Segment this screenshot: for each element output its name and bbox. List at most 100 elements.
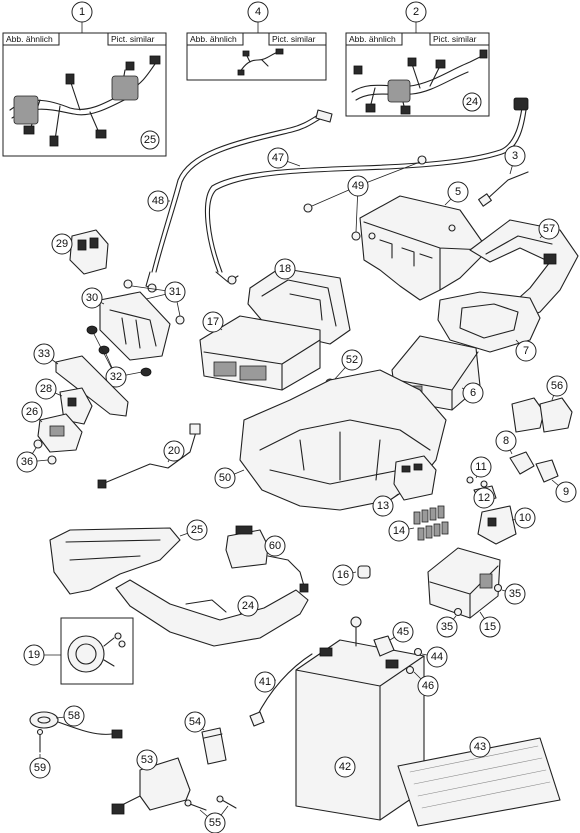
callout-20: 20 bbox=[168, 445, 180, 457]
screws-55-drawing bbox=[184, 795, 237, 811]
callout-41: 41 bbox=[259, 676, 271, 688]
part-25-drawing bbox=[49, 527, 181, 595]
part-7-drawing bbox=[437, 291, 541, 353]
callout-10: 10 bbox=[519, 512, 531, 524]
small-harness-drawing bbox=[237, 48, 284, 76]
callout-52: 52 bbox=[346, 354, 358, 366]
part-15-drawing bbox=[427, 547, 501, 619]
box2-label-right: Pict. similar bbox=[433, 34, 477, 44]
callout-7: 7 bbox=[523, 345, 529, 357]
callout-3: 3 bbox=[512, 150, 518, 162]
callout-56: 56 bbox=[551, 380, 563, 392]
part-9-drawing bbox=[535, 459, 559, 483]
callout-15: 15 bbox=[484, 621, 496, 633]
callout-32: 32 bbox=[110, 371, 122, 383]
callout-17: 17 bbox=[207, 316, 219, 328]
cable-47-drawing bbox=[204, 97, 529, 285]
callout-5: 5 bbox=[455, 186, 461, 198]
callout-30: 30 bbox=[86, 292, 98, 304]
callout-55: 55 bbox=[209, 817, 221, 829]
callout-42: 42 bbox=[339, 761, 351, 773]
part-29-drawing bbox=[69, 229, 109, 275]
callout-1: 1 bbox=[79, 6, 85, 18]
part-20-drawing bbox=[97, 423, 201, 489]
box2-label-left: Abb. ähnlich bbox=[349, 34, 396, 44]
part-43-drawing bbox=[397, 737, 561, 827]
part-53-drawing bbox=[111, 757, 191, 815]
inset-box-2: Abb. ähnlich Pict. similar 24 bbox=[345, 22, 490, 117]
box4-label-right: Pict. similar bbox=[272, 34, 316, 44]
callout-24-box: 24 bbox=[466, 96, 478, 108]
callout-25: 25 bbox=[191, 524, 203, 536]
part-42-drawing bbox=[295, 616, 425, 821]
callout-19: 19 bbox=[28, 649, 40, 661]
inset-box-1: Abb. ähnlich Pict. similar 25 bbox=[2, 22, 167, 157]
part-19-box bbox=[60, 617, 134, 685]
part-45-drawing bbox=[373, 635, 395, 657]
callout-9: 9 bbox=[563, 486, 569, 498]
wiring-harness-drawing bbox=[9, 55, 161, 147]
callout-16: 16 bbox=[337, 569, 349, 581]
callout-8: 8 bbox=[503, 435, 509, 447]
part-24-drawing bbox=[115, 579, 309, 647]
callout-48: 48 bbox=[152, 195, 164, 207]
callout-45: 45 bbox=[397, 626, 409, 638]
part-56-drawing bbox=[511, 397, 573, 433]
callout-29: 29 bbox=[56, 238, 68, 250]
callout-35b: 35 bbox=[441, 621, 453, 633]
callout-47: 47 bbox=[272, 152, 284, 164]
callout-33: 33 bbox=[38, 348, 50, 360]
screws-36-drawing bbox=[33, 439, 57, 465]
callout-58: 58 bbox=[68, 710, 80, 722]
part-14-drawing bbox=[413, 505, 449, 541]
part-10-drawing bbox=[477, 505, 517, 545]
callout-36: 36 bbox=[21, 456, 33, 468]
callout-18: 18 bbox=[279, 263, 291, 275]
part-46-drawing bbox=[405, 665, 415, 675]
callout-31: 31 bbox=[169, 286, 181, 298]
callout-43: 43 bbox=[474, 741, 486, 753]
callout-24: 24 bbox=[242, 600, 254, 612]
main-harness-drawing bbox=[351, 49, 488, 115]
part-41-drawing bbox=[249, 653, 313, 727]
screws-35-drawing bbox=[453, 583, 503, 617]
callout-49: 49 bbox=[352, 180, 364, 192]
part-54-drawing bbox=[201, 727, 227, 765]
box4-label-left: Abb. ähnlich bbox=[190, 34, 237, 44]
part-44-drawing bbox=[413, 647, 423, 657]
callout-50: 50 bbox=[219, 472, 231, 484]
inset-box-4: Abb. ähnlich Pict. similar bbox=[186, 22, 327, 81]
callout-2: 2 bbox=[413, 6, 419, 18]
part-59-drawing bbox=[36, 728, 44, 753]
part-33-drawing bbox=[55, 355, 129, 417]
part-58-drawing bbox=[29, 711, 123, 739]
callout-53: 53 bbox=[141, 754, 153, 766]
callout-46: 46 bbox=[422, 680, 434, 692]
cable-48-drawing bbox=[145, 109, 333, 293]
part-3-drawing bbox=[478, 171, 529, 207]
part-13-drawing bbox=[393, 455, 437, 501]
part-11-drawing bbox=[466, 476, 488, 488]
part-60-drawing bbox=[225, 525, 309, 593]
box1-label-left: Abb. ähnlich bbox=[6, 34, 53, 44]
callout-6: 6 bbox=[470, 387, 476, 399]
callout-59: 59 bbox=[34, 762, 46, 774]
part-28-drawing bbox=[59, 387, 93, 425]
part-5-drawing bbox=[359, 195, 489, 301]
part-16-drawing bbox=[357, 565, 371, 579]
callout-57: 57 bbox=[543, 223, 555, 235]
box1-label-right: Pict. similar bbox=[111, 34, 155, 44]
callout-44: 44 bbox=[431, 651, 443, 663]
callout-13: 13 bbox=[377, 500, 389, 512]
part-26-drawing bbox=[37, 413, 83, 453]
callout-12: 12 bbox=[478, 492, 490, 504]
callout-11: 11 bbox=[475, 461, 486, 473]
callout-35a: 35 bbox=[509, 588, 521, 600]
part-17-drawing bbox=[199, 315, 321, 391]
callout-26: 26 bbox=[26, 406, 38, 418]
part-8-drawing bbox=[509, 451, 535, 475]
callout-14: 14 bbox=[393, 525, 405, 537]
part-30-drawing bbox=[99, 291, 171, 361]
callout-4: 4 bbox=[255, 6, 261, 18]
